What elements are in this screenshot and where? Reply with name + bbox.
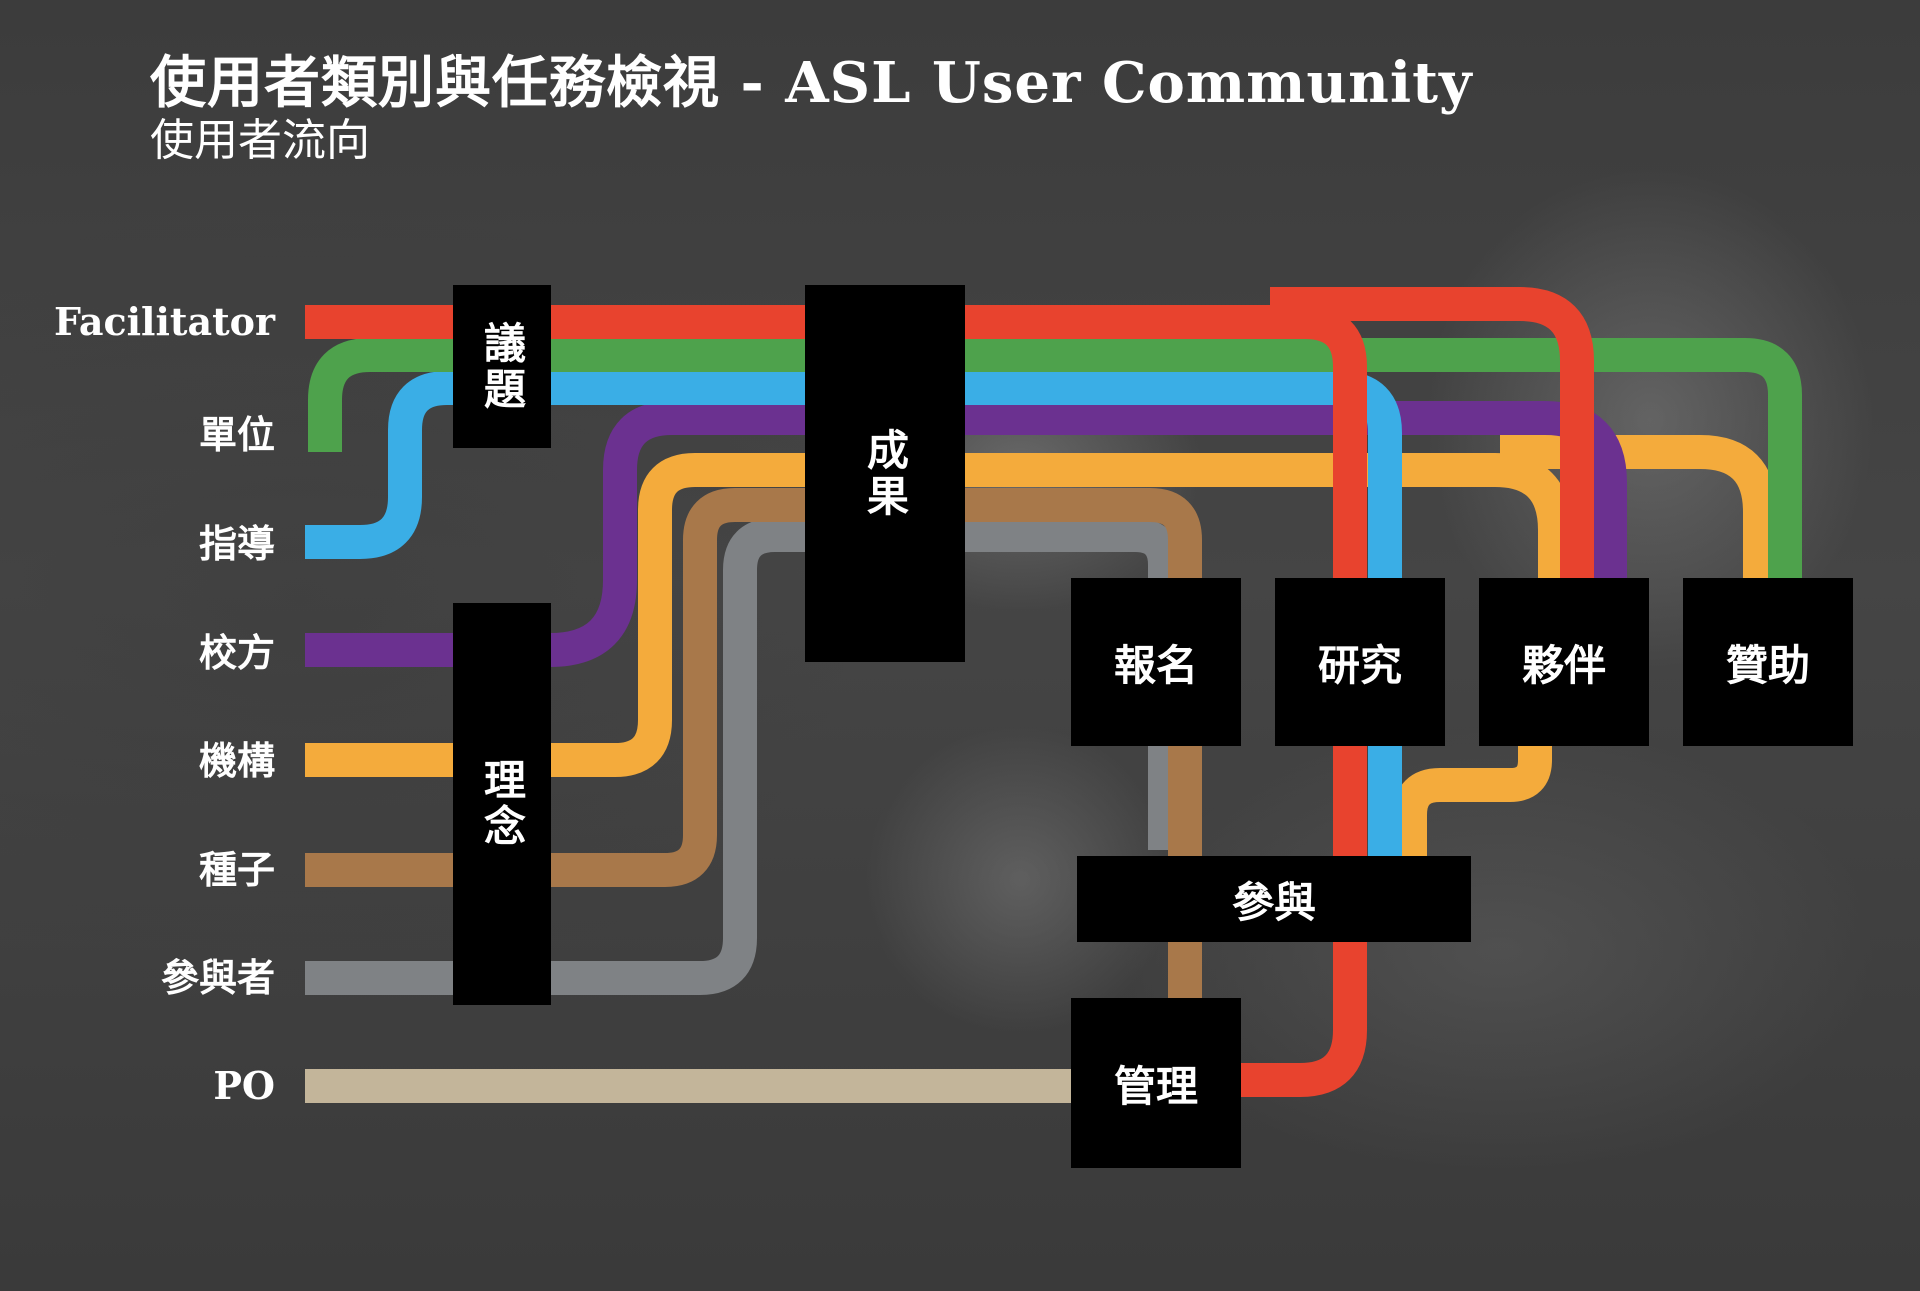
node-concept: 理念 <box>453 603 551 1005</box>
page-title: 使用者類別與任務檢視 - ASL User Community <box>150 50 1473 116</box>
node-issue: 議題 <box>453 285 551 448</box>
flow-line-institution-sponsor <box>1500 435 1777 580</box>
user-label-participant: 參與者 <box>160 955 275 1000</box>
node-register: 報名 <box>1071 578 1241 746</box>
flow-line-institution <box>305 453 1572 777</box>
flow-line-facilitator-partner <box>1270 287 1594 580</box>
flow-line-guidance <box>305 371 1402 860</box>
flow-line-participant <box>305 518 1182 995</box>
user-label-institution: 機構 <box>198 738 275 783</box>
node-participate: 參與 <box>1077 856 1471 942</box>
user-label-seed: 種子 <box>198 847 275 892</box>
node-sponsor: 贊助 <box>1683 578 1853 746</box>
user-label-po: PO <box>213 1063 275 1108</box>
flow-line-unit <box>308 338 1802 580</box>
node-manage: 管理 <box>1071 998 1241 1168</box>
node-partner: 夥伴 <box>1479 578 1649 746</box>
flow-line-institution-partner <box>1393 743 1552 860</box>
node-research: 研究 <box>1275 578 1445 746</box>
node-outcome: 成果 <box>805 285 965 662</box>
user-label-guidance: 指導 <box>198 521 275 566</box>
flow-line-seed <box>305 488 1202 1000</box>
flow-line-school <box>305 401 1627 667</box>
user-label-school: 校方 <box>198 630 275 675</box>
user-label-unit: 單位 <box>198 412 275 457</box>
user-label-facilitator: Facilitator <box>53 299 275 344</box>
page-subtitle: 使用者流向 <box>150 115 370 166</box>
